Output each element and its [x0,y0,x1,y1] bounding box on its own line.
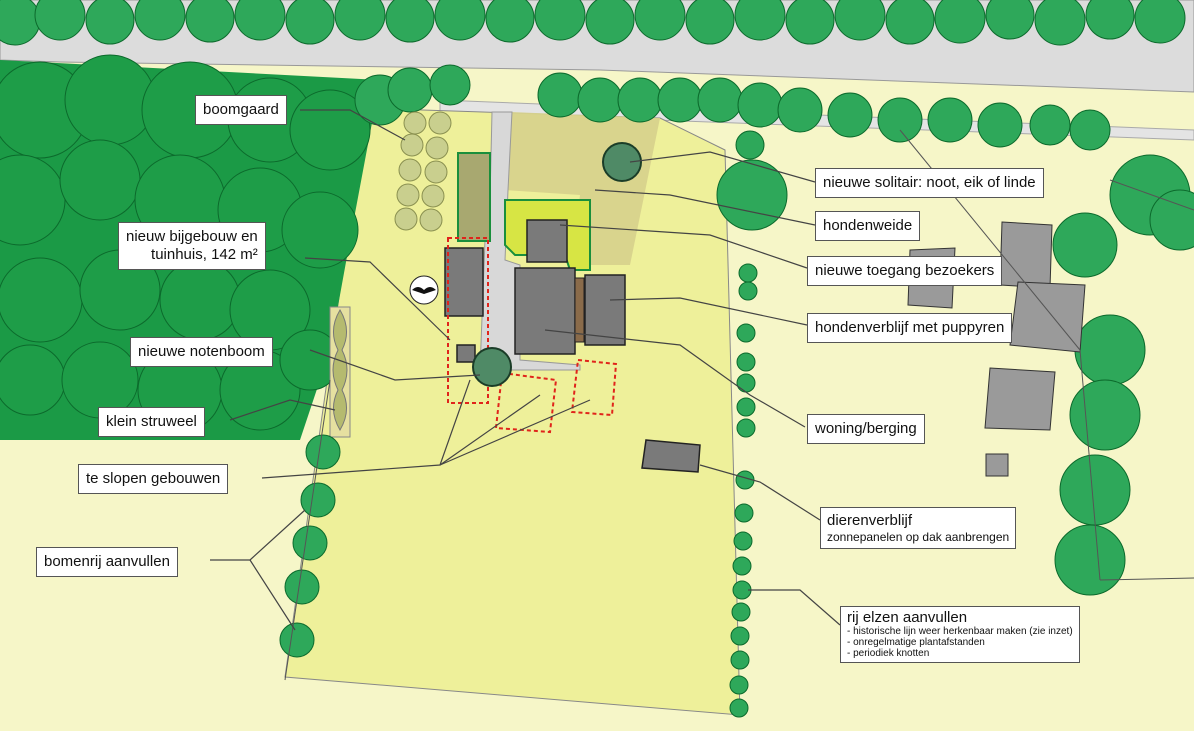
label-dierenverblijf-sub: zonnepanelen op dak aanbrengen [827,530,1010,544]
alder-row [729,263,758,718]
label-elzen-item: - onregelmatige plantafstanden [847,637,985,648]
label-dierenverblijf-title: dierenverblijf [827,512,913,529]
shrub-blob [332,309,348,431]
left-tree-row [279,434,341,658]
label-bijgebouw-line2: tuinhuis, 142 m² [151,246,258,263]
label-bijgebouw-line1: nieuw bijgebouw en [126,228,258,245]
outbuilding-strip [457,152,491,242]
roadside-trees [0,0,1186,160]
label-elzen-title: rij elzen aanvullen [847,609,968,626]
demolish-outlines [447,237,618,434]
farm-buildings [444,219,701,473]
berging-strip [574,277,585,343]
label-solitair: nieuwe solitair: noot, eik of linde [815,168,1044,198]
new-solitary-tree [602,142,642,182]
label-toegang: nieuwe toegang bezoekers [807,256,1003,286]
bat-icon [409,275,439,305]
label-slopen: te slopen gebouwen [78,464,229,494]
label-dierenverblijf: dierenverblijf zonnepanelen op dak aanbr… [820,507,1017,549]
label-hondenverblijf: hondenverblijf met puppyren [807,313,1013,343]
label-woning: woning/berging [807,414,925,444]
label-elzen-item: - periodiek knotten [847,648,930,659]
label-hondenweide: hondenweide [815,211,921,241]
leader-lines [210,109,841,631]
cadastral-lines [899,129,1194,581]
label-bomenrij: bomenrij aanvullen [36,547,178,577]
label-elzen-item: - historische lijn weer herkenbaar maken… [847,626,1073,637]
right-trees [716,154,1194,596]
left-tree-line [284,379,331,681]
label-struweel: klein struweel [98,407,205,437]
label-notenboom: nieuwe notenboom [130,337,273,367]
label-boomgaard: boomgaard [195,95,287,125]
orchard [394,111,452,232]
label-bijgebouw: nieuw bijgebouw en tuinhuis, 142 m² [118,222,266,270]
label-elzen: rij elzen aanvullen - historische lijn w… [840,606,1080,663]
new-walnut-tree [472,347,512,387]
